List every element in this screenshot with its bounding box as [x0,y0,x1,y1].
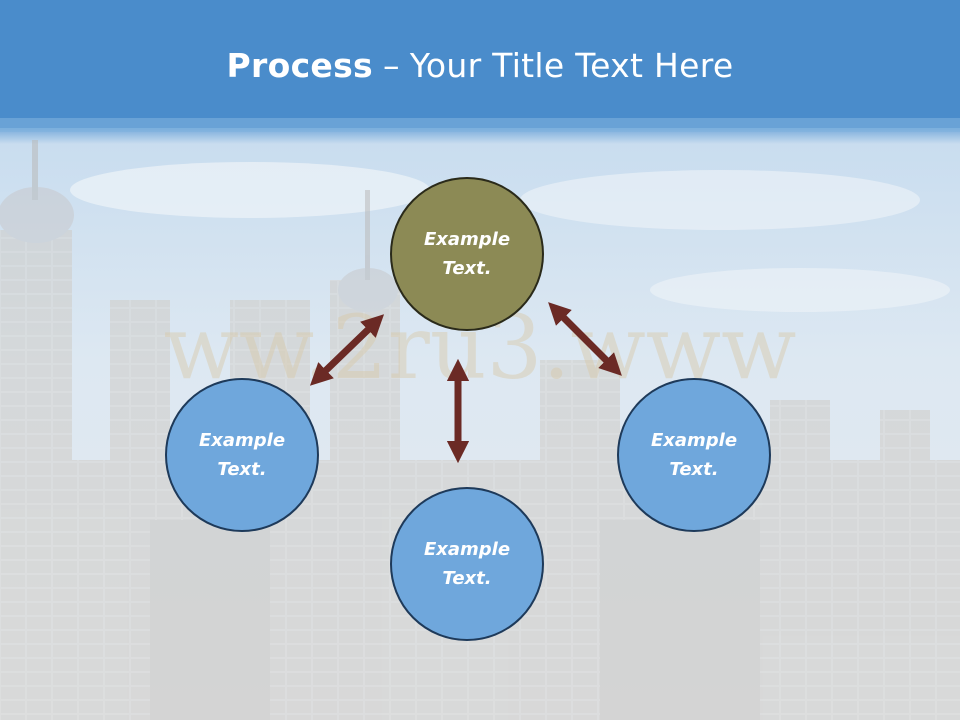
title-dash: – [383,45,400,85]
header-band [0,0,960,128]
node-left-label: Example Text. [198,430,286,480]
node-right-label: Example Text. [650,430,738,480]
node-right: Example Text. [617,378,771,532]
arrow-top-right [548,302,622,376]
title-bold: Process [226,45,373,85]
node-top-label: Example Text. [423,229,511,279]
title-text: Your Title Text Here [409,45,734,85]
slide-title: Process – Your Title Text Here [0,0,960,130]
node-bottom: Example Text. [390,487,544,641]
node-top: Example Text. [390,177,544,331]
arrow-top-left [309,314,385,386]
node-bottom-label: Example Text. [423,539,511,589]
node-left: Example Text. [165,378,319,532]
